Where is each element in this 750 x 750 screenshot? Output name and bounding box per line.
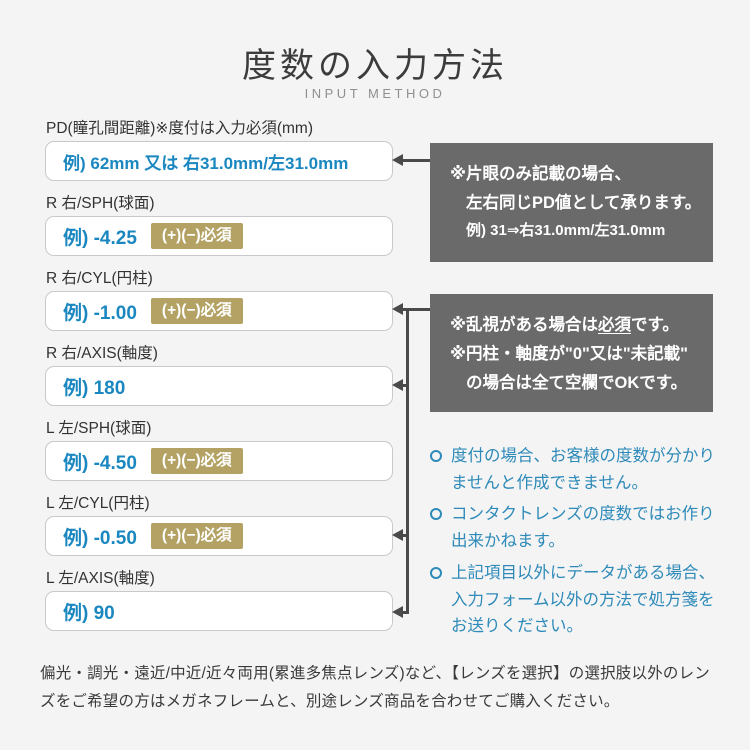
required-emphasis: 必須 — [598, 316, 632, 334]
example-value: 例) -1.00 — [63, 302, 137, 324]
note-box-pd: ※片眼のみ記載の場合、 左右同じPD値として承ります。 例) 31⇒右31.0m… — [430, 143, 713, 262]
example-value: 例) -0.50 — [63, 527, 137, 549]
required-sign-badge: (+)(−)必須 — [150, 222, 243, 250]
arrow-left-icon — [392, 303, 403, 315]
field-label-r-sph: R 右/SPH(球面) — [46, 195, 155, 212]
note-line: ※乱視がある場合は必須です。 — [450, 316, 679, 334]
circle-bullet-icon — [430, 508, 442, 521]
example-value: 例) -4.25 — [63, 227, 137, 249]
note-line: ※円柱・軸度が"0"又は"未記載" — [450, 344, 689, 363]
arrow-left-icon — [392, 379, 403, 391]
example-value: 例) 62mm 又は 右31.0mm/左31.0mm — [63, 153, 349, 173]
example-value: 例) -4.50 — [63, 452, 137, 474]
note-box-cyl-axis: ※乱視がある場合は必須です。 ※円柱・軸度が"0"又は"未記載" の場合は全て空… — [430, 294, 713, 412]
field-label-l-cyl: L 左/CYL(円柱) — [46, 495, 150, 512]
example-input-r-sph[interactable]: 例) -4.25 (+)(−)必須 — [45, 216, 393, 256]
circle-bullet-icon — [430, 450, 442, 462]
note-line: ※片眼のみ記載の場合、 — [450, 165, 632, 183]
arrow-left-icon — [392, 154, 403, 166]
required-sign-badge: (+)(−)必須 — [150, 522, 243, 550]
arrow-left-icon — [392, 529, 403, 541]
field-label-l-axis: L 左/AXIS(軸度) — [46, 570, 155, 587]
bullet-text: 上記項目以外にデータがある場合、入力フォーム以外の方法で処方箋をお送りください。 — [451, 563, 715, 636]
connector-line-l-axis — [403, 611, 409, 614]
connector-line-r-axis — [403, 384, 409, 387]
field-label-r-cyl: R 右/CYL(円柱) — [46, 270, 153, 287]
example-value: 例) 180 — [63, 377, 126, 399]
connector-line-l-cyl — [403, 534, 409, 537]
note-line: 左右同じPD値として承ります。 — [466, 193, 702, 212]
connector-line-r-cyl — [403, 308, 430, 311]
example-input-pd[interactable]: 例) 62mm 又は 右31.0mm/左31.0mm — [45, 141, 393, 181]
example-input-r-axis[interactable]: 例) 180 — [45, 366, 393, 406]
caution-bullet-list: 度付の場合、お客様の度数が分かりませんと作成できません。 コンタクトレンズの度数… — [430, 443, 730, 645]
required-sign-badge: (+)(−)必須 — [150, 447, 243, 475]
arrow-left-icon — [392, 606, 403, 618]
field-label-pd: PD(瞳孔間距離)※度付は入力必須(mm) — [46, 120, 313, 137]
list-item: 上記項目以外にデータがある場合、入力フォーム以外の方法で処方箋をお送りください。 — [430, 560, 730, 640]
required-sign-badge: (+)(−)必須 — [150, 297, 243, 325]
note-line: の場合は全て空欄でOKです。 — [466, 373, 688, 392]
field-label-l-sph: L 左/SPH(球面) — [46, 420, 152, 437]
example-input-l-cyl[interactable]: 例) -0.50 (+)(−)必須 — [45, 516, 393, 556]
bullet-text: コンタクトレンズの度数ではお作り出来かねます。 — [451, 505, 715, 551]
example-input-r-cyl[interactable]: 例) -1.00 (+)(−)必須 — [45, 291, 393, 331]
example-value: 例) 90 — [63, 602, 115, 624]
footer-note: 偏光・調光・遠近/中近/近々両用(累進多焦点レンズ)など、【レンズを選択】の選択… — [40, 665, 710, 710]
circle-bullet-icon — [430, 566, 442, 579]
connector-trunk-cyl-axis — [406, 308, 409, 614]
page-title: 度数の入力方法 — [242, 47, 508, 85]
bullet-text: 度付の場合、お客様の度数が分かりませんと作成できません。 — [451, 447, 715, 492]
field-label-r-axis: R 右/AXIS(軸度) — [46, 345, 158, 362]
note-line: 例) 31⇒右31.0mm/左31.0mm — [466, 221, 666, 239]
example-input-l-axis[interactable]: 例) 90 — [45, 591, 393, 631]
page-subtitle: INPUT METHOD — [304, 86, 446, 101]
list-item: 度付の場合、お客様の度数が分かりませんと作成できません。 — [430, 443, 730, 496]
connector-line-pd — [403, 159, 430, 162]
example-input-l-sph[interactable]: 例) -4.50 (+)(−)必須 — [45, 441, 393, 481]
list-item: コンタクトレンズの度数ではお作り出来かねます。 — [430, 501, 730, 554]
